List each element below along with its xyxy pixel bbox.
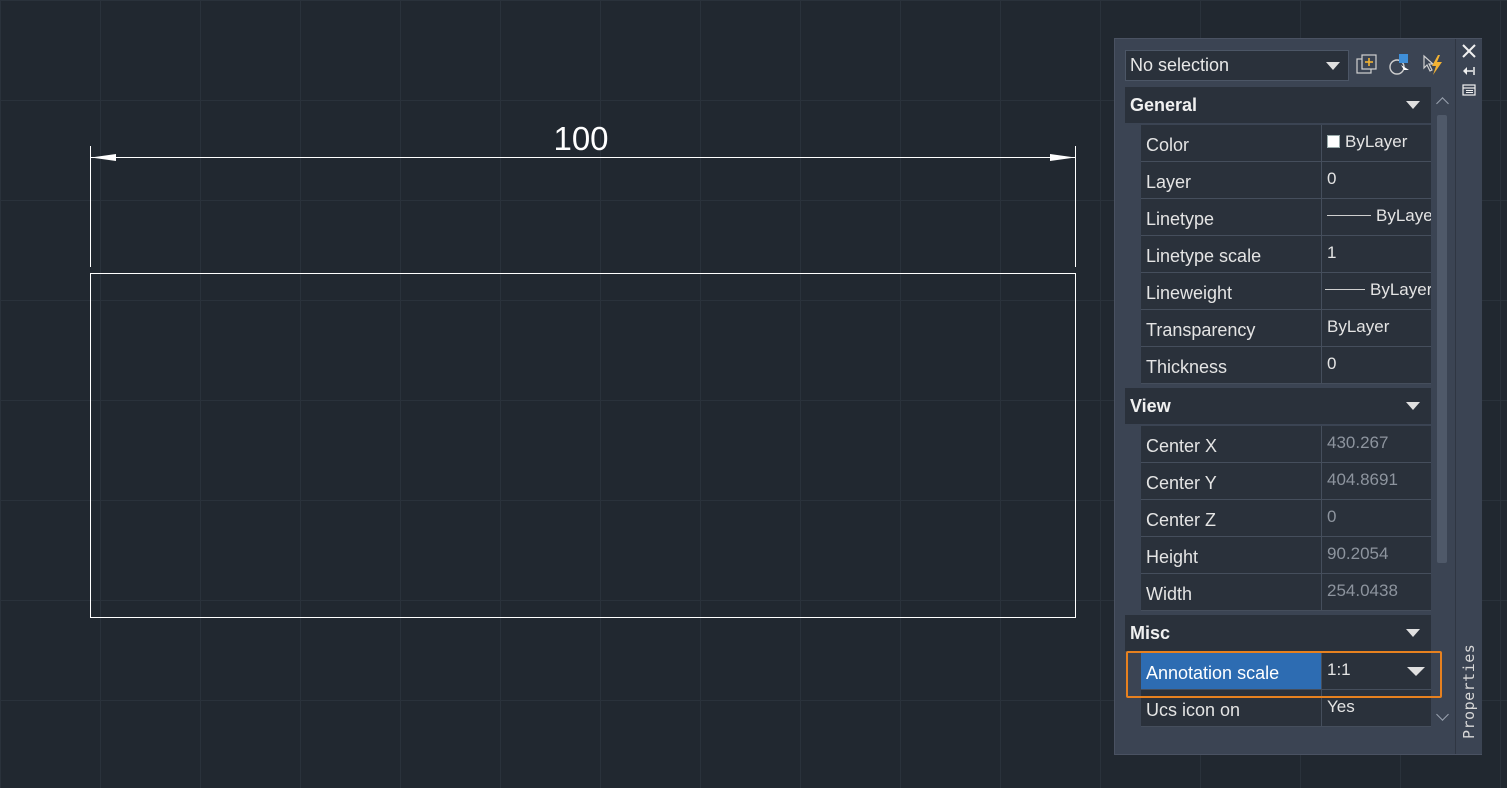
- palette-title-bar[interactable]: [1455, 39, 1482, 754]
- property-grid[interactable]: General Color ByLayer Layer 0 Linetype B…: [1125, 87, 1433, 729]
- category-general[interactable]: General: [1125, 87, 1431, 123]
- dimension-arrow-right: [1050, 154, 1075, 161]
- property-row-layer[interactable]: Layer 0: [1141, 162, 1431, 199]
- property-label: Linetype: [1141, 199, 1322, 235]
- property-row-linetype[interactable]: Linetype ByLaye: [1141, 199, 1431, 236]
- property-row-width[interactable]: Width 254.0438: [1141, 574, 1431, 611]
- color-value: ByLayer: [1345, 132, 1408, 151]
- property-row-color[interactable]: Color ByLayer: [1141, 125, 1431, 162]
- palette-title: Properties: [1460, 643, 1478, 739]
- select-objects-icon[interactable]: [1387, 53, 1411, 77]
- selection-value: No selection: [1130, 55, 1230, 75]
- close-icon[interactable]: [1461, 43, 1477, 59]
- property-row-linetype-scale[interactable]: Linetype scale 1: [1141, 236, 1431, 273]
- property-label: Transparency: [1141, 310, 1322, 346]
- scroll-down-icon[interactable]: [1436, 708, 1449, 721]
- linetype-value: ByLaye: [1376, 206, 1431, 225]
- palette-properties-icon[interactable]: [1461, 83, 1477, 97]
- annotation-scale-dropdown[interactable]: 1:1: [1323, 653, 1431, 689]
- property-row-annotation-scale[interactable]: Annotation scale 1:1: [1141, 653, 1431, 690]
- properties-palette: No selection General Color ByLayer Layer…: [1114, 38, 1482, 755]
- property-value: 90.2054: [1327, 544, 1389, 563]
- property-label: Center X: [1141, 426, 1322, 462]
- property-label: Layer: [1141, 162, 1322, 198]
- property-label: Center Y: [1141, 463, 1322, 499]
- property-row-center-y[interactable]: Center Y 404.8691: [1141, 463, 1431, 500]
- property-label: Linetype scale: [1141, 236, 1322, 272]
- property-value: 404.8691: [1327, 470, 1398, 489]
- property-value: 430.267: [1327, 433, 1389, 452]
- property-label: Thickness: [1141, 347, 1322, 383]
- collapse-icon[interactable]: [1406, 402, 1420, 410]
- property-value[interactable]: Yes: [1327, 697, 1355, 716]
- property-label: Center Z: [1141, 500, 1322, 536]
- property-label: Annotation scale: [1141, 653, 1322, 689]
- category-label: View: [1130, 396, 1171, 416]
- property-value: 254.0438: [1327, 581, 1398, 600]
- property-value[interactable]: 0: [1327, 354, 1337, 373]
- property-row-thickness[interactable]: Thickness 0: [1141, 347, 1431, 384]
- property-row-center-x[interactable]: Center X 430.267: [1141, 426, 1431, 463]
- quick-select-icon[interactable]: [1421, 53, 1445, 77]
- annotation-scale-value: 1:1: [1327, 660, 1351, 679]
- property-label: Color: [1141, 125, 1322, 161]
- lineweight-preview-icon: [1325, 289, 1365, 290]
- property-row-height[interactable]: Height 90.2054: [1141, 537, 1431, 574]
- property-label: Ucs icon on: [1141, 690, 1322, 726]
- chevron-down-icon[interactable]: [1407, 667, 1425, 676]
- property-grid-scrollbar[interactable]: [1435, 91, 1449, 729]
- linetype-preview-icon: [1327, 215, 1371, 216]
- category-misc[interactable]: Misc: [1125, 615, 1431, 651]
- property-value[interactable]: ByLaye: [1323, 199, 1431, 235]
- rectangle-shape[interactable]: [90, 273, 1076, 618]
- property-label: Height: [1141, 537, 1322, 573]
- category-label: Misc: [1130, 623, 1171, 643]
- dimension-text[interactable]: 100: [553, 120, 608, 157]
- scroll-up-icon[interactable]: [1436, 97, 1449, 110]
- chevron-down-icon: [1326, 62, 1340, 70]
- property-row-center-z[interactable]: Center Z 0: [1141, 500, 1431, 537]
- focus-highlight: [1126, 651, 1442, 698]
- dimension-arrow-left: [91, 154, 116, 161]
- property-value[interactable]: ByLayer: [1327, 317, 1390, 336]
- property-value[interactable]: 1: [1327, 243, 1337, 262]
- selection-dropdown[interactable]: No selection: [1125, 50, 1349, 81]
- property-row-transparency[interactable]: Transparency ByLayer: [1141, 310, 1431, 347]
- lineweight-value: ByLayer: [1370, 280, 1431, 299]
- category-view[interactable]: View: [1125, 388, 1431, 424]
- property-label: Width: [1141, 574, 1322, 610]
- auto-hide-icon[interactable]: [1461, 65, 1477, 77]
- property-value[interactable]: 0: [1327, 169, 1337, 188]
- property-value[interactable]: ByLayer: [1323, 125, 1431, 161]
- color-swatch-icon: [1327, 135, 1340, 148]
- collapse-icon[interactable]: [1406, 629, 1420, 637]
- scrollbar-thumb[interactable]: [1437, 115, 1447, 563]
- property-label: Lineweight: [1141, 273, 1322, 309]
- toggle-pickadd-icon[interactable]: [1355, 53, 1379, 77]
- property-value[interactable]: ByLayer: [1323, 273, 1431, 309]
- collapse-icon[interactable]: [1406, 101, 1420, 109]
- property-row-lineweight[interactable]: Lineweight ByLayer: [1141, 273, 1431, 310]
- property-value: 0: [1327, 507, 1337, 526]
- category-label: General: [1130, 95, 1198, 115]
